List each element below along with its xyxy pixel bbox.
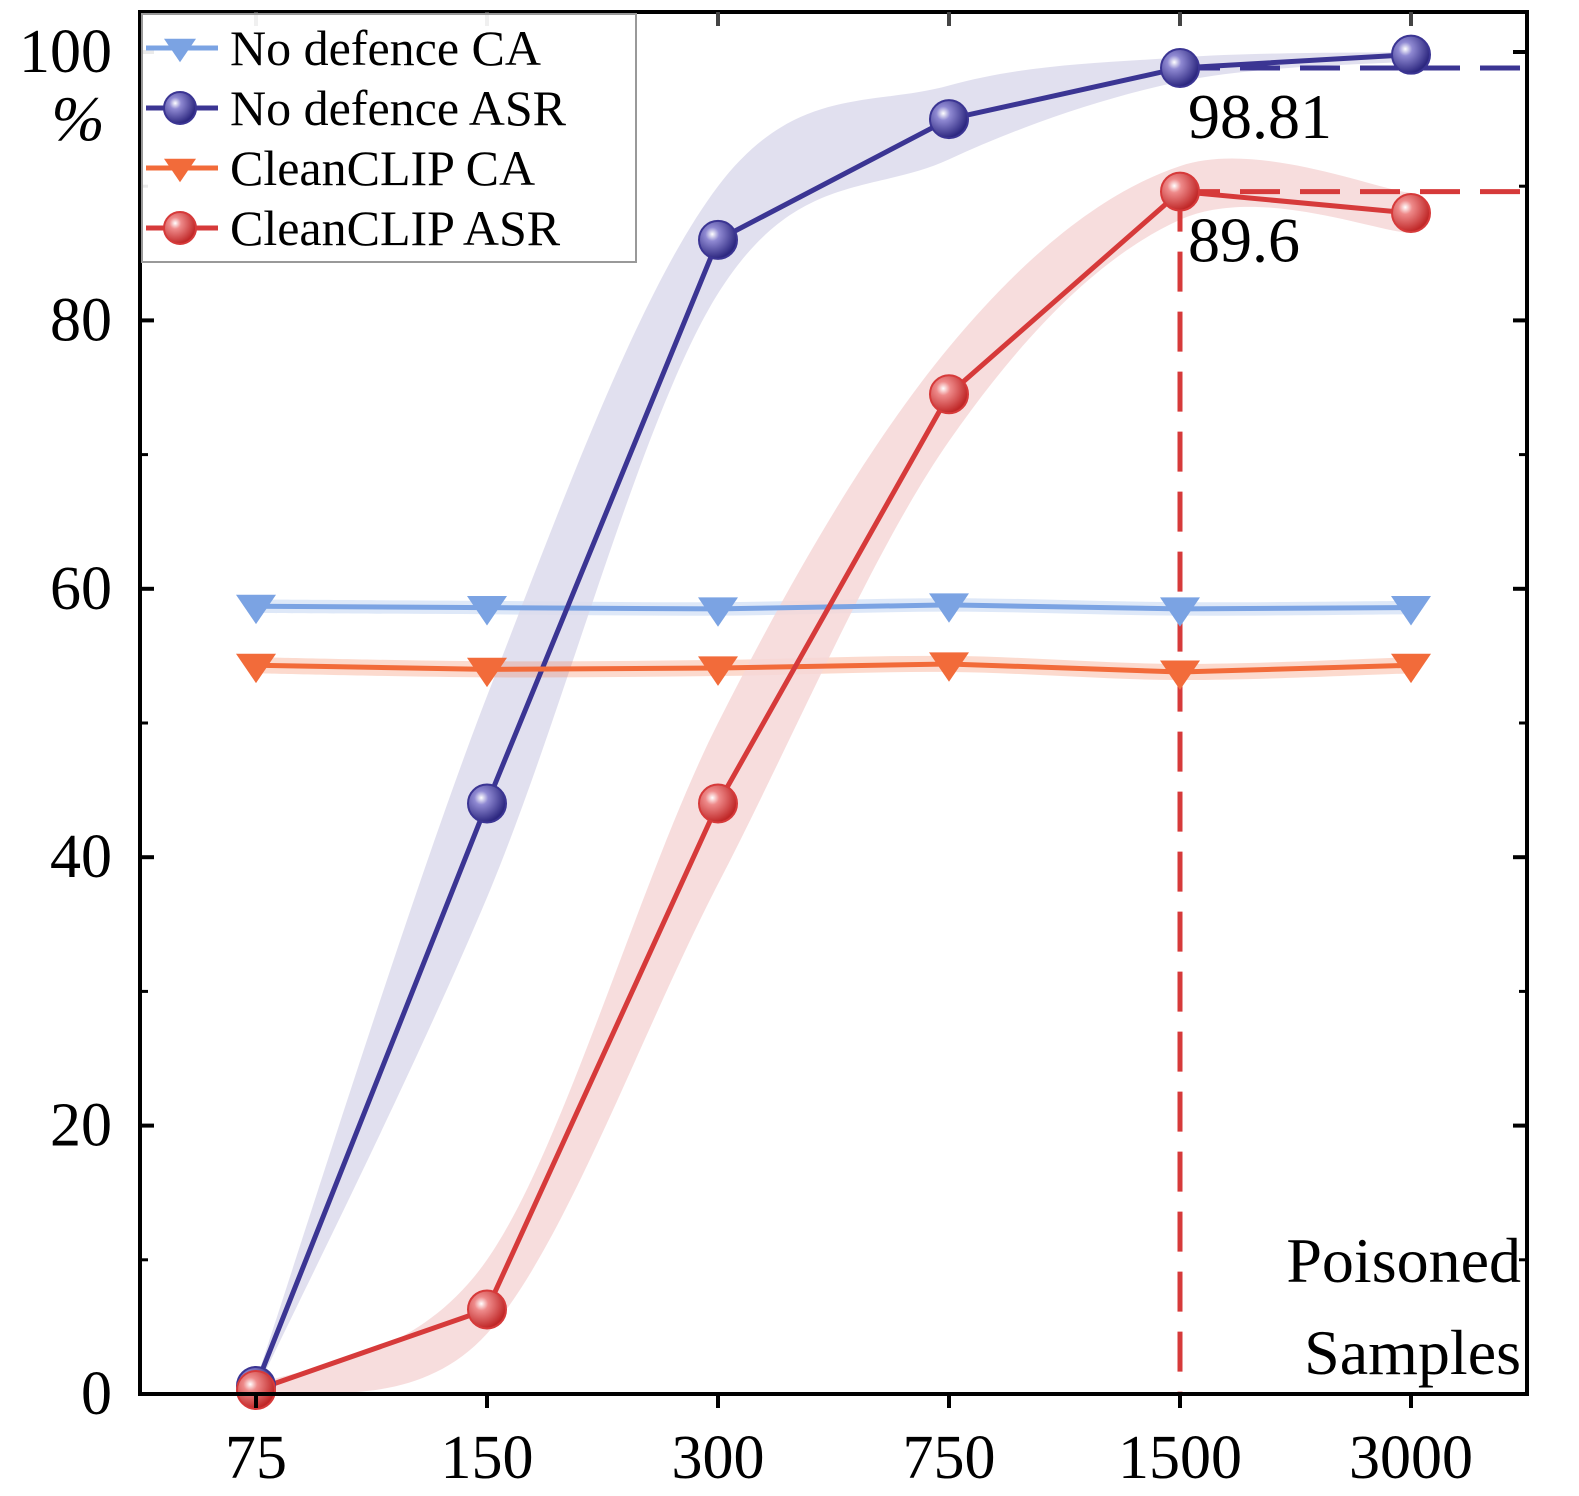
cleanclip-asr-point-75 xyxy=(236,1369,276,1410)
no-defence-ca-point-1500 xyxy=(1160,597,1200,627)
no-defence-asr-point-300-shape xyxy=(698,219,738,260)
legend-marker-no-defence-asr xyxy=(163,91,197,125)
x-tick-label: 1500 xyxy=(1118,1424,1242,1492)
cleanclip-asr-point-300 xyxy=(698,783,738,824)
x-tick-label: 750 xyxy=(903,1424,996,1492)
cleanclip-asr-point-75-shape xyxy=(236,1369,276,1410)
no-defence-asr-point-150 xyxy=(467,783,507,824)
y-tick-label: 100 xyxy=(19,18,112,86)
no-defence-asr-point-750-shape xyxy=(929,99,969,140)
legend-label-cleanclip-asr: CleanCLIP ASR xyxy=(230,200,561,256)
y-tick-label: 60 xyxy=(50,555,112,623)
y-tick-label: 20 xyxy=(50,1092,112,1160)
cleanclip-asr-point-300-shape xyxy=(698,783,738,824)
no-defence-asr-point-3000 xyxy=(1391,34,1431,75)
legend-label-no-defence-ca: No defence CA xyxy=(230,20,541,76)
no-defence-ca-line xyxy=(255,602,1412,612)
cleanclip-asr-line xyxy=(255,189,1412,1393)
no-defence-asr-point-150-shape xyxy=(467,783,507,824)
legend-box xyxy=(141,13,637,263)
no-defence-ca-point-300 xyxy=(698,597,738,627)
cleanclip-ca-point-300 xyxy=(698,656,738,686)
legend-label-no-defence-asr: No defence ASR xyxy=(230,80,567,136)
y-tick-label: 40 xyxy=(50,823,112,891)
legend-marker-cleanclip-ca xyxy=(164,158,196,183)
no-defence-ca-point-150 xyxy=(467,596,507,626)
cleanclip-asr-band xyxy=(256,158,1411,1395)
x-tick-label: 3000 xyxy=(1349,1424,1473,1492)
cleanclip-asr-point-1500 xyxy=(1160,171,1200,212)
cleanclip-asr-point-150 xyxy=(467,1289,507,1330)
cleanclip-ca-line xyxy=(255,661,1412,675)
y-axis-label: % xyxy=(51,83,104,154)
x-axis-label-line: Samples xyxy=(1304,1317,1521,1388)
no-defence-asr-point-750 xyxy=(929,99,969,140)
no-defence-asr-point-300 xyxy=(698,219,738,260)
no-defence-asr-point-3000-shape xyxy=(1391,34,1431,75)
no-defence-asr-annotation: 98.81 xyxy=(1188,81,1332,152)
cleanclip-asr-point-3000 xyxy=(1391,193,1431,234)
no-defence-asr-point-1500-shape xyxy=(1160,47,1200,88)
cleanclip-asr-point-150-shape xyxy=(467,1289,507,1330)
cleanclip-asr-point-750 xyxy=(929,374,969,415)
legend-marker-no-defence-asr-shape xyxy=(163,91,197,125)
legend-label-cleanclip-ca: CleanCLIP CA xyxy=(230,140,535,196)
legend-marker-no-defence-ca xyxy=(164,38,196,63)
no-defence-asr-band xyxy=(256,52,1411,1392)
plot-frame xyxy=(138,10,1529,1396)
no-defence-ca-point-750 xyxy=(929,593,969,623)
cleanclip-ca-point-3000 xyxy=(1391,653,1431,684)
x-tick-label: 75 xyxy=(225,1424,287,1492)
x-tick-label: 150 xyxy=(441,1424,534,1492)
cleanclip-ca-point-1500 xyxy=(1160,660,1200,690)
y-tick-label: 0 xyxy=(81,1360,112,1428)
x-tick-label: 300 xyxy=(672,1424,765,1492)
cleanclip-ca-point-75 xyxy=(236,653,276,684)
cleanclip-asr-annotation: 89.6 xyxy=(1188,205,1300,276)
cleanclip-asr-point-1500-shape xyxy=(1160,171,1200,212)
cleanclip-asr-point-3000-shape xyxy=(1391,193,1431,234)
no-defence-ca-point-3000 xyxy=(1391,596,1431,626)
x-axis-label-line: Poisoned xyxy=(1286,1225,1521,1296)
cleanclip-asr-point-750-shape xyxy=(929,374,969,415)
no-defence-ca-point-75 xyxy=(236,594,276,625)
legend-marker-cleanclip-asr xyxy=(163,211,197,245)
cleanclip-ca-point-150 xyxy=(467,657,507,688)
no-defence-asr-line xyxy=(253,52,1412,1387)
y-tick-label: 80 xyxy=(50,286,112,354)
legend-marker-cleanclip-asr-shape xyxy=(163,211,197,245)
cleanclip-ca-point-750 xyxy=(929,652,969,682)
no-defence-asr-point-1500 xyxy=(1160,47,1200,88)
